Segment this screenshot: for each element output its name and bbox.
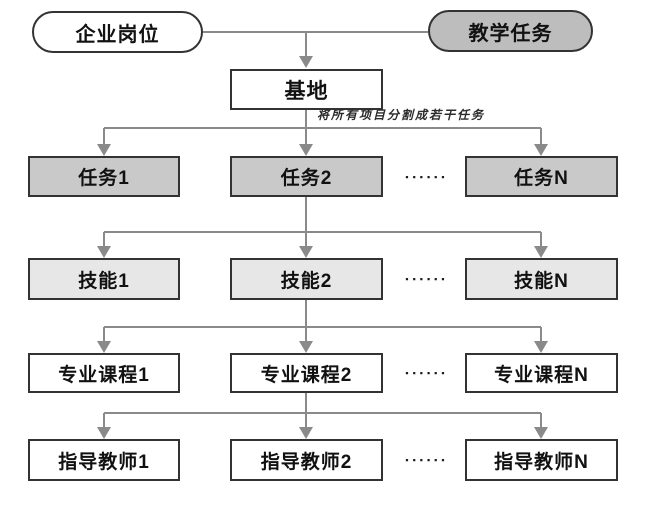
arrowhead-base (299, 56, 313, 68)
arrowhead-course-3 (534, 341, 548, 353)
arrowhead-course-1 (97, 341, 111, 353)
arrowhead-task-3 (534, 144, 548, 156)
arrowhead-course-2 (299, 341, 313, 353)
teacher-box-2: 指导教师2 (230, 439, 383, 481)
task-box-2: 任务2 (230, 156, 383, 197)
arrowhead-task-2 (299, 144, 313, 156)
teacher-box-1: 指导教师1 (28, 439, 180, 481)
skill-box-1: 技能1 (28, 258, 180, 300)
skill-box-2: 技能2 (230, 258, 383, 300)
arrowhead-teacher-3 (534, 427, 548, 439)
ellipsis-teachers: ▪▪▪▪▪▪ (405, 455, 449, 465)
enterprise-position-pill: 企业岗位 (32, 11, 203, 53)
task-split-annotation: 将所有项目分割成若干任务 (317, 108, 486, 122)
course-box-n: 专业课程N (465, 353, 618, 393)
arrowhead-task-1 (97, 144, 111, 156)
ellipsis-skills: ▪▪▪▪▪▪ (405, 274, 449, 284)
task-box-n: 任务N (465, 156, 618, 197)
course-box-2: 专业课程2 (230, 353, 383, 393)
arrowhead-teacher-2 (299, 427, 313, 439)
arrowhead-skill-2 (299, 246, 313, 258)
ellipsis-courses: ▪▪▪▪▪▪ (405, 368, 449, 378)
task-box-1: 任务1 (28, 156, 180, 197)
teacher-box-n: 指导教师N (465, 439, 618, 481)
arrowhead-skill-3 (534, 246, 548, 258)
teaching-task-pill: 教学任务 (428, 10, 593, 52)
arrowhead-skill-1 (97, 246, 111, 258)
course-box-1: 专业课程1 (28, 353, 180, 393)
skill-box-n: 技能N (465, 258, 618, 300)
arrowhead-teacher-1 (97, 427, 111, 439)
ellipsis-tasks: ▪▪▪▪▪▪ (405, 171, 449, 182)
base-box: 基地 (230, 69, 383, 110)
